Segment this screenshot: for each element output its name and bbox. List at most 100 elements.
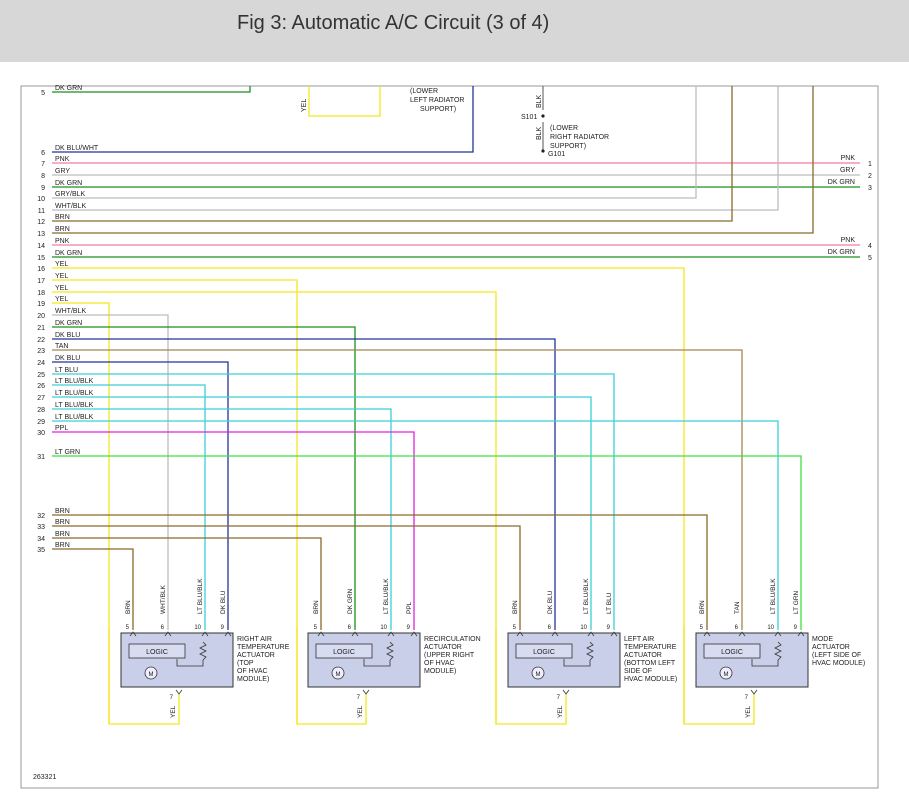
left-pin-number: 7 [41,161,45,168]
left-pin-number: 16 [37,266,45,273]
logic-box [515,643,573,659]
wire-26 [52,384,206,630]
actuator-wire-label: PPL [406,601,413,614]
left-wire-label: BRN [55,214,70,221]
actuator-name-line: ACTUATOR [424,644,462,651]
motor-icon [719,666,733,680]
actuator-name-line: HVAC MODULE) [624,676,677,683]
connector-arrow [587,631,595,637]
actuator-pin-number: 6 [548,625,552,631]
left-wire-label: BRN [55,226,70,233]
bottom-pin-number: 7 [557,695,561,701]
wire-32 [52,514,708,630]
actuator-pin-number: 9 [607,625,611,631]
blk-wire-label-lower: BLK [536,126,543,140]
left-wire-label: LT GRN [55,449,80,456]
actuator-name-line: OF HVAC [237,668,268,675]
actuator-name-line: TEMPERATURE [624,644,677,651]
actuator-name-line: RIGHT AIR [237,636,272,643]
actuator-name-line: OF HVAC [424,660,455,667]
bottom-wire-label: YEL [170,705,177,718]
left-wire-label: DK BLU/WHT [55,145,99,152]
left-wire-label: YEL [55,261,68,268]
motor-label: M [724,672,729,678]
left-pin-number: 6 [41,150,45,157]
internal-wiring [751,659,779,667]
lower-left-support-label-2: LEFT RADIATOR [410,97,464,104]
logic-label: LOGIC [146,649,168,656]
wire-13 [52,86,814,234]
bottom-wire-label: YEL [357,705,364,718]
actuator-name-line: (TOP [237,660,254,667]
left-wire-label: PNK [55,156,70,163]
left-wire-label: BRN [55,542,70,549]
potentiometer-icon [386,641,394,661]
left-pin-number: 33 [37,524,45,531]
wire-16 [52,267,685,724]
left-wire-label: TAN [55,343,68,350]
left-pin-number: 27 [37,395,45,402]
wire-30 [52,431,415,630]
bottom-pin-number: 7 [170,695,174,701]
actuator-wire-label: BRN [313,600,320,614]
bottom-pin-number: 7 [745,695,749,701]
actuator-name-line: ACTUATOR [237,652,275,659]
left-wire-label: PPL [55,425,68,432]
wire-20 [52,314,169,630]
wire-11 [52,86,779,211]
title-banner: Fig 3: Automatic A/C Circuit (3 of 4) [0,0,909,62]
left-wire-label: YEL [55,273,68,280]
wire-24 [52,361,229,630]
actuator-name-line: (BOTTOM LEFT [624,660,676,667]
right-wire-label: PNK [841,237,856,244]
actuator-wire-label: WHT/BLK [160,584,167,614]
left-pin-number: 21 [37,325,45,332]
right-pin-number: 5 [868,255,872,262]
blk-wire-label-upper: BLK [536,94,543,108]
actuator-name-line: HVAC MODULE) [812,660,865,667]
splice-s101-label: S101 [521,114,537,121]
connector-arrow [610,631,618,637]
actuator-name-line: TEMPERATURE [237,644,290,651]
connector-arrow [703,631,711,637]
lower-left-support-label-3: SUPPORT) [420,106,456,113]
potentiometer-icon [199,641,207,661]
wire-35 [52,548,134,630]
logic-label: LOGIC [721,649,743,656]
wire-33 [52,525,521,630]
page-title: Fig 3: Automatic A/C Circuit (3 of 4) [237,12,550,34]
connector-arrow [774,631,782,637]
left-pin-number: 23 [37,348,45,355]
ground-dot [541,149,545,153]
actuator-pin-number: 5 [700,625,704,631]
wires-layer [52,86,860,725]
wire-18 [52,291,497,724]
internal-wiring [363,659,391,667]
connector-arrow [201,631,209,637]
logic-box [128,643,186,659]
wire-21 [52,326,356,630]
internal-wiring [563,659,591,667]
actuator-pin-number: 10 [380,625,387,631]
connector-arrow [224,631,232,637]
wire-19 [52,302,110,724]
left-pin-number: 29 [37,419,45,426]
left-wire-label: BRN [55,519,70,526]
actuator-wire-label: LT GRN [793,590,800,614]
actuator-name-line: LEFT AIR [624,636,654,643]
connector-arrow [410,631,418,637]
actuator-wire-label: LT BLU [606,592,613,614]
logic-box [315,643,373,659]
lower-right-support-label-2: RIGHT RADIATOR [550,134,609,141]
splice-dot [541,114,545,118]
wire-10 [52,86,697,199]
left-pin-number: 14 [37,243,45,250]
connector-arrow [129,631,137,637]
left-wire-label: DK GRN [55,320,82,327]
lower-right-support-label-3: SUPPORT) [550,143,586,150]
actuator-pin-number: 9 [221,625,225,631]
